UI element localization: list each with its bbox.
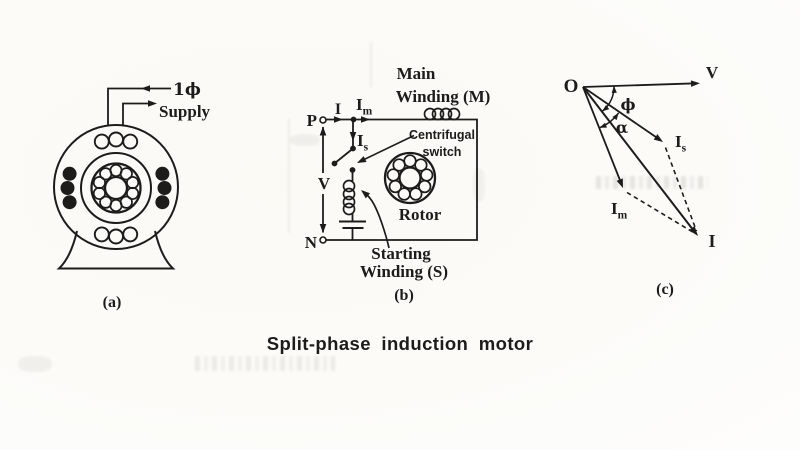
terminal-p-label: P xyxy=(307,111,317,130)
main-circuit-wire xyxy=(326,118,478,241)
starting-winding-slots xyxy=(60,166,172,210)
supply-label: Supply xyxy=(159,102,211,121)
voltage-label: V xyxy=(318,174,331,193)
phasor-start-current-subscript: s xyxy=(682,143,687,155)
stator-bore xyxy=(80,152,152,224)
phasor-arrowheads xyxy=(599,80,700,236)
figure-caption: Split-phase induction motor xyxy=(267,333,533,354)
main-current-base: I xyxy=(356,95,363,114)
centrifugal-switch-label-line1: Centrifugal xyxy=(409,128,475,142)
phasor-start-current-base: I xyxy=(675,132,682,151)
main-winding-coil xyxy=(423,107,461,121)
motor-outer-frame xyxy=(53,124,179,250)
vector-im xyxy=(582,86,622,182)
centrifugal-switch-label-line2: switch xyxy=(423,145,462,159)
line-current-label: I xyxy=(335,101,341,118)
centrifugal-switch-blade xyxy=(334,147,354,164)
terminal-n xyxy=(319,236,327,244)
phasor-start-current-label: Is xyxy=(675,132,687,155)
phasor-vectors xyxy=(582,82,697,234)
panel-c-caption: (c) xyxy=(656,281,674,298)
parallelogram-dashed-lines xyxy=(626,147,698,234)
supply-phase-label: 1ϕ xyxy=(173,80,201,100)
capacitor xyxy=(339,220,366,229)
phasor-main-current-label: Im xyxy=(611,199,628,222)
terminal-p xyxy=(319,116,327,124)
starting-winding-coil xyxy=(342,179,356,216)
start-current-subscript: s xyxy=(364,142,369,154)
vector-i xyxy=(582,86,697,234)
phasor-main-current-base: I xyxy=(611,199,618,218)
panel-b-caption: (b) xyxy=(394,287,414,304)
circuit-arrowheads xyxy=(319,116,371,233)
motor-pedestal xyxy=(56,230,176,270)
phasor-total-current-label: I xyxy=(708,231,715,251)
terminal-n-label: N xyxy=(305,233,318,252)
vector-v xyxy=(582,82,697,88)
rotor-bars xyxy=(92,163,140,213)
main-current-subscript: m xyxy=(363,106,373,118)
starting-winding-label-line2: Winding (S) xyxy=(360,262,448,281)
rotor-symbol xyxy=(383,151,437,205)
motor-cross-section xyxy=(53,85,179,270)
start-current-base: I xyxy=(357,131,364,150)
supply-current-arrows xyxy=(141,85,157,107)
circuit-schematic xyxy=(319,107,478,249)
main-winding-label-line1: Main xyxy=(397,64,436,83)
main-winding-slots xyxy=(93,131,139,245)
split-angle-label: α xyxy=(616,118,628,137)
phasor-origin-label: O xyxy=(564,76,579,97)
phasor-voltage-label: V xyxy=(706,63,719,82)
centrifugal-switch-leader xyxy=(358,134,415,163)
start-current-label: Is xyxy=(357,131,369,154)
main-winding-label-line2: Winding (M) xyxy=(396,87,491,106)
phasor-main-current-subscript: m xyxy=(618,210,628,222)
phase-angle-label: ϕ xyxy=(620,95,635,114)
starting-winding-label-line1: Starting xyxy=(371,244,431,263)
rotor-label: Rotor xyxy=(399,205,442,224)
phasor-diagram xyxy=(582,80,700,236)
panel-a-caption: (a) xyxy=(103,294,122,311)
main-current-label: Im xyxy=(356,95,373,118)
vector-is xyxy=(582,86,661,141)
junction-dots xyxy=(331,116,357,173)
